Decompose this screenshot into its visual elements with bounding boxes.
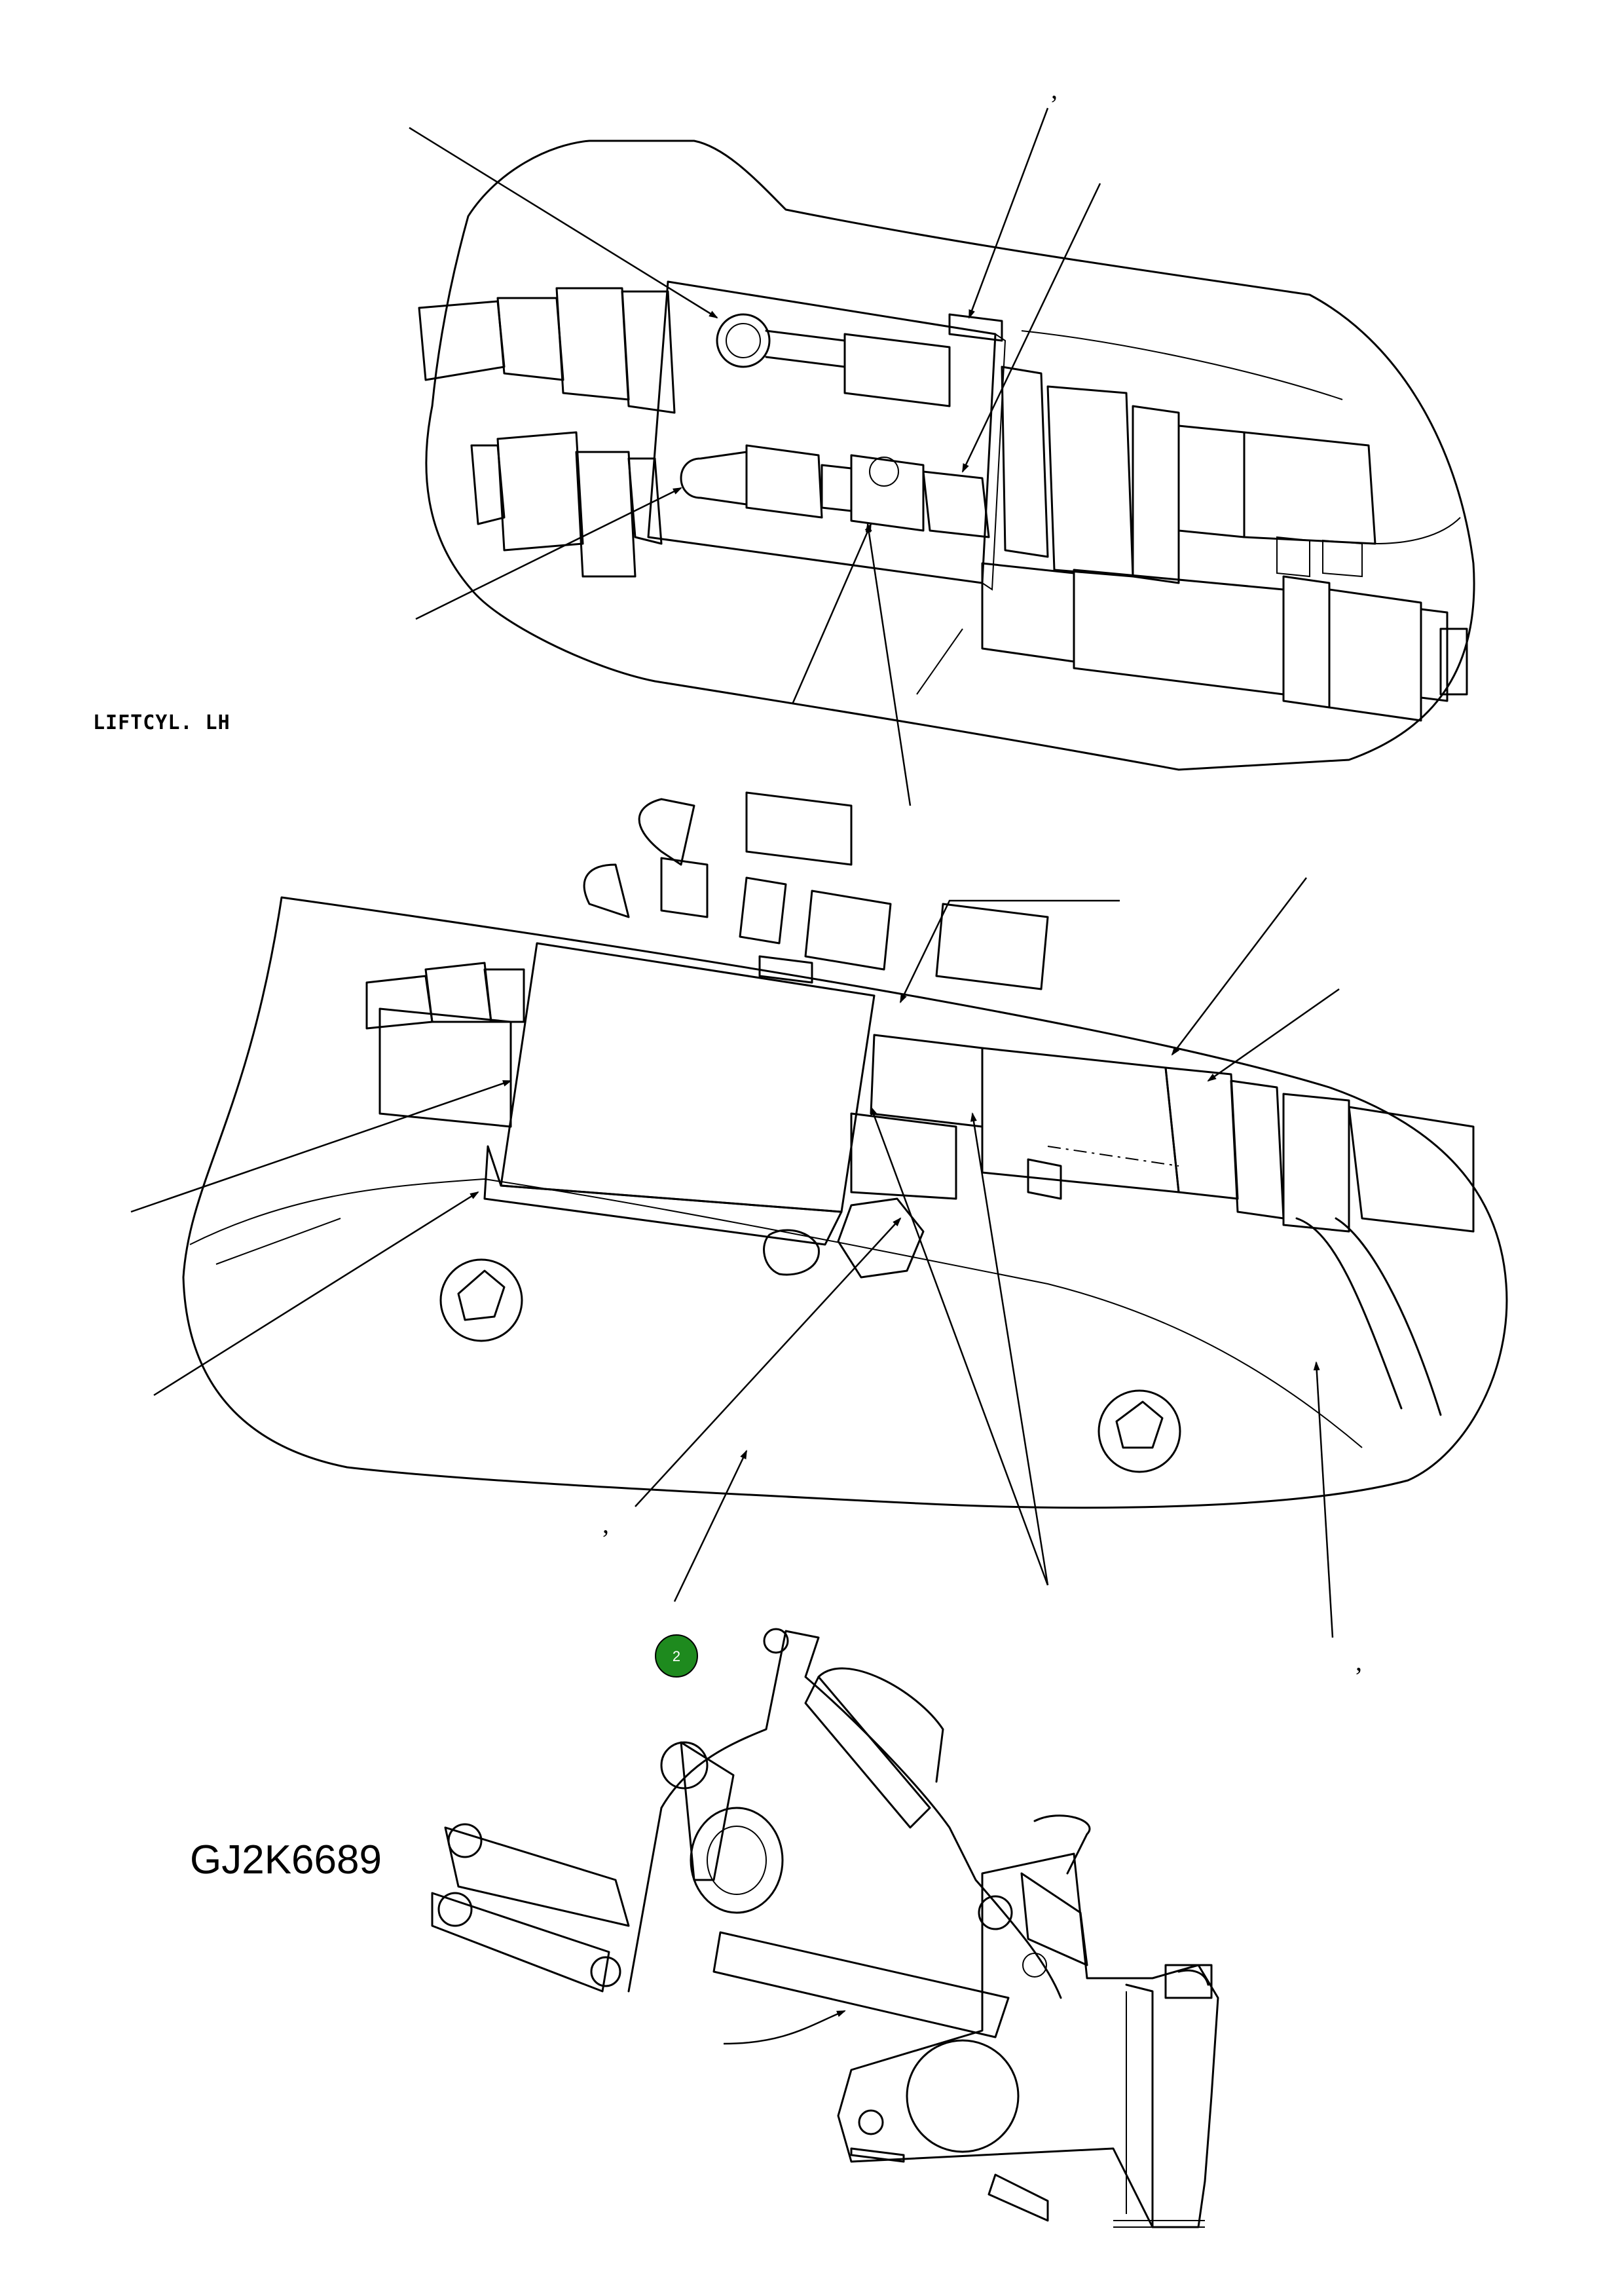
locator-view: 2: [431, 1628, 1219, 2228]
mark-comma: ,: [1051, 75, 1058, 104]
mark-comma: ,: [602, 1509, 609, 1539]
callout-badge: 2: [655, 1634, 698, 1678]
view-label: LIFTCYL. LH: [93, 711, 231, 734]
mark-comma: ,: [1356, 1647, 1362, 1676]
top-detail-view: ,: [409, 75, 1475, 806]
figure-id: GJ2K6689: [190, 1837, 382, 1883]
middle-detail-view: , ,: [130, 791, 1508, 1676]
callout-number: 2: [673, 1648, 680, 1664]
